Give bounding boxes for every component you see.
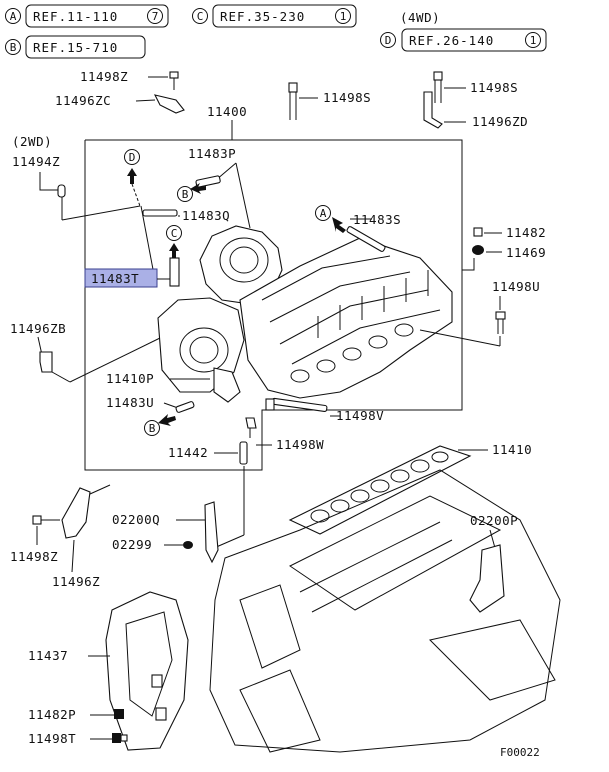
- washer-11469[interactable]: [472, 245, 484, 255]
- label-11482: 11482: [506, 225, 546, 240]
- nut-11482p[interactable]: [114, 709, 124, 719]
- ref-A-num: 7: [152, 10, 159, 23]
- nut-11482[interactable]: [473, 227, 483, 237]
- highlight-11483t[interactable]: 11483T: [84, 268, 158, 288]
- label-11410p: 11410P: [106, 371, 154, 386]
- label-11494z: 11494Z: [12, 154, 60, 169]
- bolt-11498w[interactable]: [245, 417, 257, 438]
- bolt-11498t[interactable]: [112, 733, 128, 743]
- marker-c-arrow: C: [166, 225, 182, 258]
- stud-11483p[interactable]: [195, 175, 221, 188]
- assembly-frame: [84, 139, 463, 471]
- throttle-body-assembly[interactable]: [157, 225, 283, 403]
- label-11498w: 11498W: [276, 437, 324, 452]
- bracket-02200q[interactable]: [204, 501, 219, 564]
- label-11483t: 11483T: [91, 271, 139, 286]
- label-11498u: 11498U: [492, 279, 540, 294]
- label-11498t: 11498T: [28, 731, 76, 746]
- bracket-11496zc[interactable]: [153, 94, 185, 114]
- engine-block: [209, 469, 561, 753]
- note-4wd: (4WD): [400, 10, 440, 25]
- bracket-11496z[interactable]: [61, 487, 91, 539]
- label-11498z-top: 11498Z: [80, 69, 128, 84]
- gasket-11410[interactable]: [288, 445, 472, 535]
- label-02299: 02299: [112, 537, 152, 552]
- label-11482p: 11482P: [28, 707, 76, 722]
- label-11483q: 11483Q: [182, 208, 230, 223]
- marker-c-letter: C: [171, 227, 178, 240]
- ref-B[interactable]: B REF.15-710: [5, 35, 146, 59]
- ref-D[interactable]: D REF.26-140 1: [380, 28, 547, 52]
- bracket-02200p[interactable]: [469, 544, 505, 613]
- sensor-11483t[interactable]: [169, 257, 180, 287]
- label-11496zd: 11496ZD: [472, 114, 528, 129]
- ref-C-letter: C: [197, 10, 204, 23]
- bracket-11496zd[interactable]: [423, 91, 443, 129]
- stud-11483s[interactable]: [346, 226, 386, 252]
- label-11496zc: 11496ZC: [55, 93, 111, 108]
- label-11483p: 11483P: [188, 146, 236, 161]
- label-02200p: 02200P: [470, 513, 518, 528]
- marker-b-upper-letter: B: [182, 188, 189, 201]
- stud-11483q[interactable]: [142, 209, 178, 217]
- ref-A-letter: A: [10, 10, 17, 23]
- ref-B-text: REF.15-710: [33, 40, 118, 55]
- label-11498z-bot: 11498Z: [10, 549, 58, 564]
- stud-11483u[interactable]: [175, 401, 195, 413]
- marker-b-upper: B: [177, 183, 206, 202]
- ref-D-letter: D: [385, 34, 392, 47]
- ref-D-num: 1: [530, 34, 537, 47]
- label-11469: 11469: [506, 245, 546, 260]
- stud-11442[interactable]: [239, 441, 248, 465]
- label-11483s: 11483S: [353, 212, 401, 227]
- marker-b-lower-letter: B: [149, 422, 156, 435]
- timing-cover-11437[interactable]: [105, 591, 189, 751]
- ref-C-text: REF.35-230: [220, 9, 305, 24]
- label-11498s-b: 11498S: [470, 80, 518, 95]
- marker-d-arrow: D: [124, 149, 140, 184]
- marker-a-letter: A: [320, 207, 327, 220]
- label-11400: 11400: [207, 104, 247, 119]
- marker-b-lower: B: [144, 414, 176, 436]
- ref-B-letter: B: [10, 41, 17, 54]
- ref-A-text: REF.11-110: [33, 9, 118, 24]
- label-02200q: 02200Q: [112, 512, 160, 527]
- bracket-11496zb[interactable]: [39, 351, 53, 373]
- ref-C[interactable]: C REF.35-230 1: [192, 4, 357, 28]
- label-11498s-a: 11498S: [323, 90, 371, 105]
- bolt-11498z-bottom[interactable]: [32, 515, 60, 525]
- label-11483u: 11483U: [106, 395, 154, 410]
- figure-code: F00022: [500, 746, 540, 759]
- marker-d-letter: D: [129, 151, 136, 164]
- plug-11494z[interactable]: [57, 184, 66, 198]
- bolt-11498u[interactable]: [495, 311, 506, 334]
- ref-C-num: 1: [340, 10, 347, 23]
- bolt-11498s-right[interactable]: [433, 71, 443, 103]
- label-11442: 11442: [168, 445, 208, 460]
- note-2wd: (2WD): [12, 134, 52, 149]
- label-11496zb: 11496ZB: [10, 321, 66, 336]
- label-11410: 11410: [492, 442, 532, 457]
- label-11496z: 11496Z: [52, 574, 100, 589]
- bolt-11498s-center[interactable]: [288, 82, 298, 120]
- ref-A[interactable]: A REF.11-110 7: [5, 4, 169, 28]
- label-11498v: 11498V: [336, 408, 384, 423]
- nut-02299[interactable]: [183, 541, 193, 549]
- bolt-11498z-top[interactable]: [169, 71, 179, 90]
- marker-a-arrow: A: [315, 205, 346, 233]
- ref-D-text: REF.26-140: [409, 33, 494, 48]
- label-11437: 11437: [28, 648, 68, 663]
